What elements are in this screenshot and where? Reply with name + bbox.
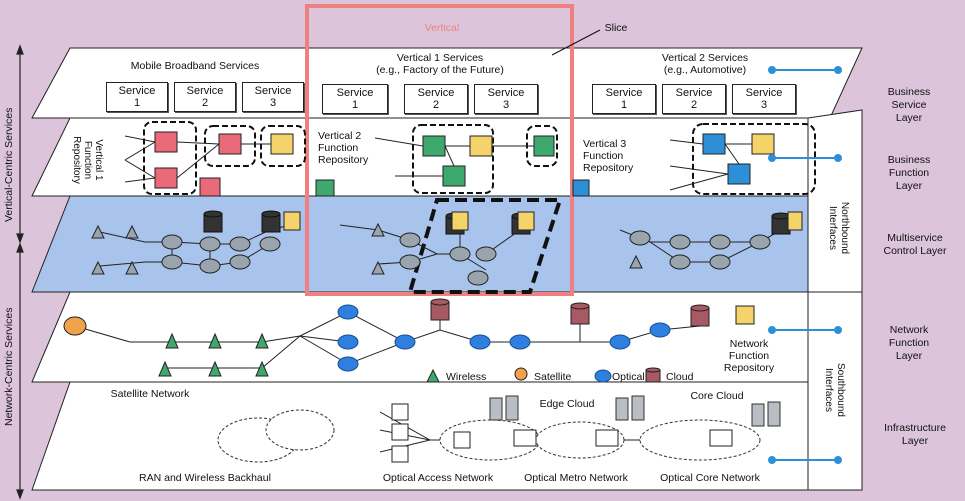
label-optical-access-network: Optical Access Network bbox=[382, 472, 494, 484]
label-core-cloud: Core Cloud bbox=[690, 390, 744, 402]
function-group-v1a bbox=[143, 121, 197, 195]
network-centric-services-label: Network-Centric Services bbox=[3, 307, 15, 426]
multiservice-control-plane bbox=[31, 195, 863, 293]
layer-name-infrastructure: Infrastructure Layer bbox=[884, 422, 946, 447]
label-ran-wireless-backhaul: RAN and Wireless Backhaul bbox=[139, 472, 271, 484]
legend-cloud: Cloud bbox=[666, 371, 694, 383]
service-box-v2-3: Service 3 bbox=[732, 84, 796, 114]
service-box-v2-1: Service 1 bbox=[592, 84, 656, 114]
southbound-interfaces-label: Southbound Interfaces bbox=[823, 363, 846, 417]
server-racks bbox=[489, 395, 781, 427]
service-box-v1-2: Service 2 bbox=[404, 84, 468, 114]
legend-wireless: Wireless bbox=[446, 371, 487, 383]
slice-pointer bbox=[551, 29, 601, 56]
vertical-2-function-repository-label: Vertical 2 Function Repository bbox=[318, 130, 369, 166]
vertical-3-function-repository-label: Vertical 3 Function Repository bbox=[583, 138, 634, 174]
interface-connectors bbox=[768, 66, 842, 464]
layer-name-network-function: Network Function Layer bbox=[888, 324, 930, 362]
service-box-mbb-1: Service 1 bbox=[106, 82, 168, 112]
side-arrows bbox=[16, 44, 24, 500]
service-box-v2-2: Service 2 bbox=[662, 84, 726, 114]
vertical-centric-services-label: Vertical-Centric Services bbox=[3, 107, 15, 222]
service-box-v1-3: Service 3 bbox=[474, 84, 538, 114]
label-edge-cloud: Edge Cloud bbox=[539, 398, 595, 410]
infra-boxes bbox=[391, 403, 733, 463]
group-title-vertical-2: Vertical 2 Services (e.g., Automotive) bbox=[661, 52, 749, 76]
legend-satellite: Satellite bbox=[534, 371, 572, 383]
nf-nodes bbox=[63, 298, 755, 383]
label-optical-core-network: Optical Core Network bbox=[660, 472, 760, 484]
vertical-1-function-repository-label: Vertical 1 Function Repository bbox=[71, 136, 104, 184]
layer-name-business-service: Business Service Layer bbox=[887, 86, 931, 124]
function-group-v3 bbox=[692, 123, 816, 195]
function-group-v1b bbox=[204, 125, 256, 167]
label-optical-metro-network: Optical Metro Network bbox=[524, 472, 628, 484]
interface-side-panel bbox=[807, 109, 863, 491]
vertical-label: Vertical bbox=[424, 22, 460, 34]
layer-name-business-function: Business Function Layer bbox=[887, 154, 931, 192]
service-box-mbb-3: Service 3 bbox=[242, 82, 304, 112]
function-group-v1c bbox=[260, 125, 306, 167]
network-function-repository-label: Network Function Repository bbox=[723, 338, 775, 374]
layer-name-multiservice-control: Multiservice Control Layer bbox=[883, 232, 947, 257]
northbound-interfaces-label: Northbound Interfaces bbox=[827, 201, 850, 255]
label-satellite-network: Satellite Network bbox=[110, 388, 190, 400]
legend-optical: Optical bbox=[612, 371, 645, 383]
service-box-v1-1: Service 1 bbox=[322, 84, 388, 114]
function-group-v2 bbox=[412, 124, 494, 194]
group-title-vertical-1: Vertical 1 Services (e.g., Factory of th… bbox=[376, 52, 504, 76]
function-blocks bbox=[154, 131, 775, 197]
group-title-mobile-broadband: Mobile Broadband Services bbox=[130, 60, 260, 72]
control-antennas bbox=[91, 222, 643, 275]
control-nodes bbox=[161, 210, 803, 286]
service-box-mbb-2: Service 2 bbox=[174, 82, 236, 112]
slice-label: Slice bbox=[604, 22, 628, 34]
